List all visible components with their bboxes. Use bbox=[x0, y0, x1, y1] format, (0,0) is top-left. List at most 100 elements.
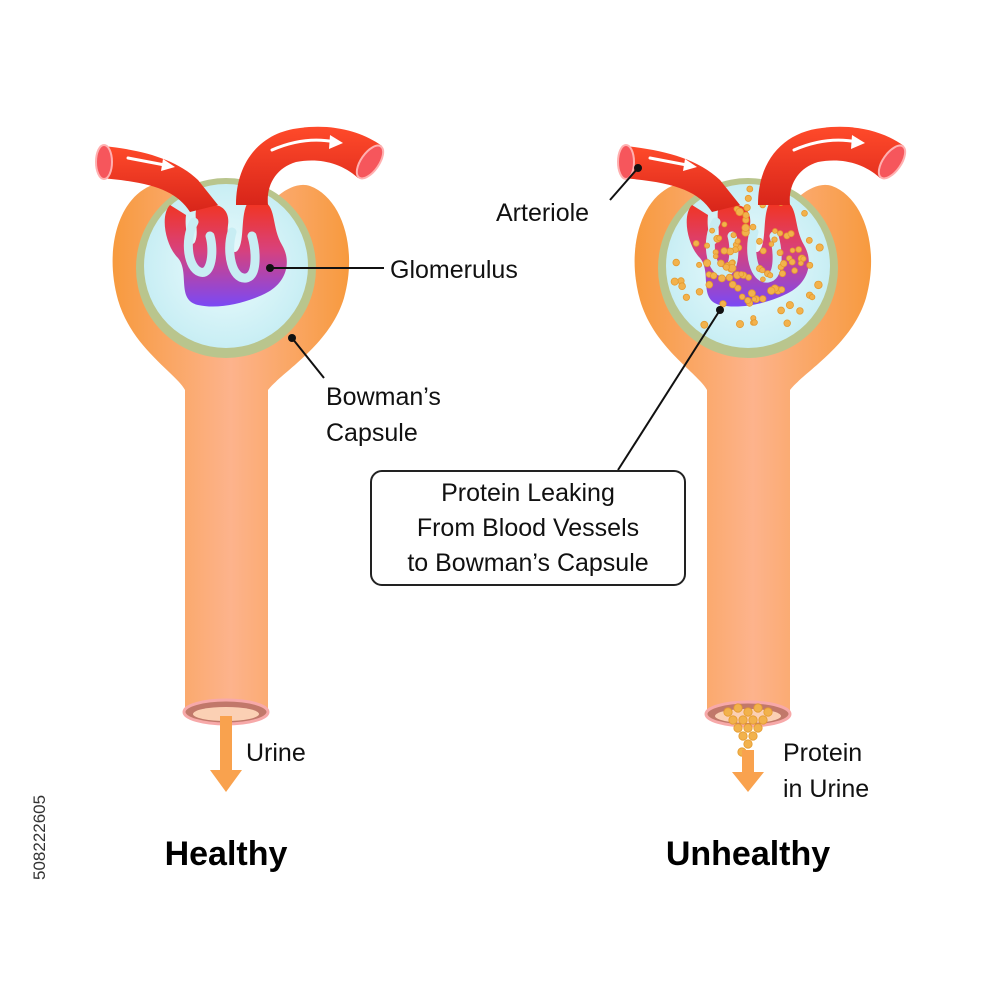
callout-line-2: From Blood Vessels bbox=[416, 513, 640, 542]
protein-particle bbox=[723, 707, 733, 717]
protein-particle bbox=[738, 715, 748, 725]
protein-particle bbox=[760, 276, 766, 283]
protein-particle bbox=[787, 230, 795, 238]
callout-line-1: Protein Leaking bbox=[441, 478, 615, 507]
protein-particle bbox=[746, 185, 754, 193]
protein-particle bbox=[730, 232, 737, 239]
protein-particle bbox=[720, 247, 728, 255]
protein-particle bbox=[718, 274, 726, 283]
healthy-title: Healthy bbox=[164, 835, 288, 873]
protein-particle bbox=[777, 306, 785, 315]
protein-particle bbox=[748, 715, 758, 725]
protein-particle bbox=[705, 280, 714, 289]
protein-particle bbox=[753, 703, 763, 713]
protein-particle bbox=[710, 272, 718, 280]
arteriole-label: Arteriole bbox=[496, 199, 590, 227]
protein-particle bbox=[748, 289, 756, 298]
protein-particle bbox=[778, 286, 786, 294]
protein-particle bbox=[725, 273, 734, 282]
protein-particle bbox=[789, 247, 796, 254]
protein-particle bbox=[738, 731, 748, 741]
protein-particle bbox=[771, 236, 778, 243]
protein-particle bbox=[759, 295, 767, 303]
protein-particle bbox=[739, 293, 746, 300]
protein-particle bbox=[742, 211, 750, 219]
protein-particle bbox=[692, 240, 700, 247]
protein-particle bbox=[716, 235, 723, 242]
callout-line-3: to Bowman’s Capsule bbox=[407, 548, 649, 577]
side-id-text: 508222605 bbox=[30, 794, 49, 880]
healthy-tube-lumen bbox=[193, 707, 259, 721]
glomerulus-leader-dot bbox=[266, 264, 274, 272]
protein-particle bbox=[767, 286, 776, 295]
protein-particle bbox=[717, 259, 725, 267]
protein-particle bbox=[798, 260, 804, 267]
protein-particle bbox=[670, 277, 679, 286]
healthy-glomerulus-loops bbox=[183, 217, 260, 283]
protein-particle bbox=[783, 319, 791, 327]
protein-particle bbox=[751, 296, 758, 303]
protein-particle bbox=[748, 731, 758, 741]
protein-particle bbox=[780, 259, 788, 268]
protein-particle bbox=[672, 258, 680, 267]
protein-particle bbox=[809, 293, 816, 301]
protein-particle bbox=[785, 301, 794, 310]
protein-particle bbox=[759, 247, 767, 255]
unhealthy-title: Unhealthy bbox=[665, 835, 831, 873]
protein-particle bbox=[776, 249, 784, 257]
healthy-afferent-arteriole bbox=[100, 146, 218, 212]
protein-particle bbox=[733, 703, 743, 713]
protein-particle bbox=[791, 267, 798, 274]
callout-leader-line bbox=[617, 309, 721, 471]
protein-particle bbox=[743, 739, 753, 749]
protein-particle bbox=[736, 320, 745, 329]
protein-particle bbox=[734, 284, 742, 292]
protein-particle bbox=[795, 246, 802, 253]
protein-particle bbox=[815, 243, 824, 252]
protein-particle bbox=[788, 258, 796, 266]
protein-particle bbox=[768, 241, 775, 247]
protein-particle bbox=[743, 723, 753, 733]
protein-particle bbox=[743, 204, 751, 212]
protein-particle bbox=[709, 227, 715, 234]
protein-particle bbox=[753, 723, 763, 733]
healthy-efferent-arteriole bbox=[236, 126, 382, 205]
protein-particle bbox=[741, 223, 750, 232]
protein-particle bbox=[805, 236, 813, 244]
protein-particle bbox=[744, 194, 752, 202]
protein-in-urine-label-line2: in Urine bbox=[783, 775, 870, 803]
protein-particle bbox=[779, 270, 787, 278]
unhealthy-afferent-arteriole bbox=[622, 146, 740, 212]
bowmans-capsule-label-line1: Bowman’s bbox=[326, 383, 441, 411]
protein-particle bbox=[733, 723, 743, 733]
unhealthy-afferent-opening bbox=[617, 144, 635, 180]
protein-particle bbox=[796, 307, 804, 315]
protein-particle bbox=[722, 263, 730, 271]
unhealthy-outflow-arrow-icon bbox=[792, 138, 859, 152]
healthy-efferent-opening bbox=[355, 144, 385, 180]
protein-particle bbox=[758, 715, 768, 725]
protein-leak-callout: Protein Leaking From Blood Vessels to Bo… bbox=[370, 470, 686, 586]
protein-in-urine-label-line1: Protein bbox=[783, 739, 863, 767]
protein-particle bbox=[734, 238, 741, 245]
protein-particle bbox=[704, 242, 711, 249]
protein-particle bbox=[749, 223, 757, 231]
protein-particle bbox=[756, 237, 763, 245]
arteriole-leader-dot bbox=[634, 164, 642, 172]
protein-particle bbox=[712, 253, 719, 260]
protein-particle bbox=[726, 247, 734, 256]
callout-leader-dot bbox=[716, 306, 724, 314]
bowmans-leader-dot bbox=[288, 334, 296, 342]
arteriole-leader-line bbox=[609, 167, 639, 201]
unhealthy-efferent-arteriole bbox=[758, 126, 904, 205]
protein-particle bbox=[745, 274, 752, 281]
protein-particle bbox=[767, 272, 774, 279]
healthy-afferent-opening bbox=[95, 144, 113, 180]
bowmans-capsule-label-line2: Capsule bbox=[326, 419, 418, 447]
protein-particle bbox=[759, 267, 766, 274]
healthy-inflow-arrowhead-icon bbox=[161, 159, 175, 171]
protein-particle bbox=[700, 320, 709, 329]
protein-particle bbox=[728, 715, 738, 725]
protein-particle bbox=[735, 207, 744, 217]
